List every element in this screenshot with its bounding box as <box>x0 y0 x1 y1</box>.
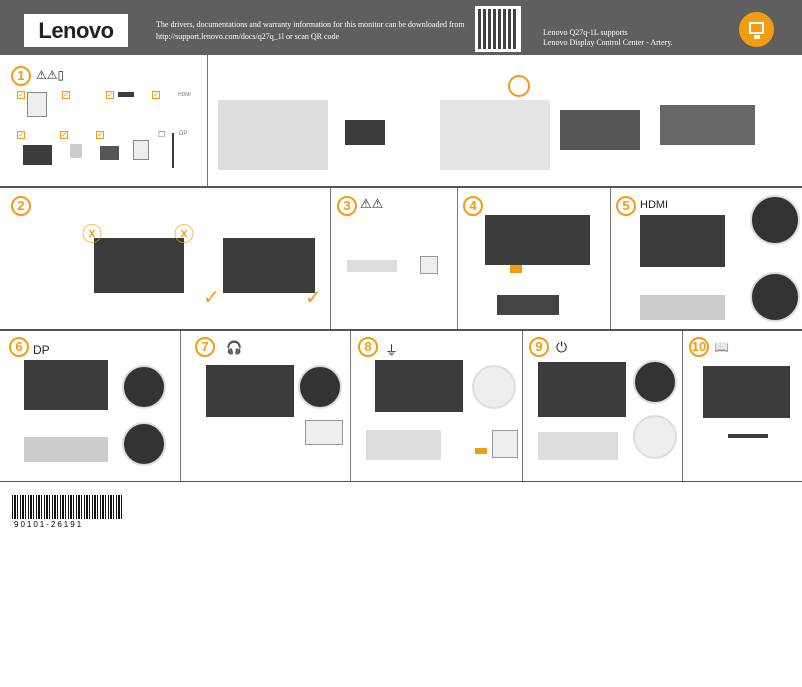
hdmi-connector-detail <box>750 272 800 322</box>
pc-power-button-detail <box>633 415 677 459</box>
monitor-panel-image <box>23 145 52 165</box>
pc-illustration <box>538 432 618 460</box>
monitor-back-illustration <box>24 360 108 410</box>
step-number: 3 <box>337 196 357 216</box>
step-number: 2 <box>11 196 31 216</box>
checkbox-icon: ✓ <box>96 130 104 139</box>
monitor-tilt-illustration <box>94 238 184 293</box>
outlet-illustration <box>492 430 518 458</box>
arrow-icon <box>510 265 522 273</box>
step-number: 10 <box>689 337 709 357</box>
document-image <box>27 92 47 117</box>
monitor-back-illustration <box>485 215 590 265</box>
base-image <box>100 146 119 160</box>
speakers-illustration <box>305 420 343 445</box>
step-number: 7 <box>195 337 215 357</box>
power-button-detail <box>633 360 677 404</box>
manual-icon: 📖 <box>714 340 729 354</box>
screw-detail <box>508 75 530 97</box>
stand-attach-illustration <box>440 100 550 170</box>
correct-icon: ✓ <box>203 287 220 309</box>
optional-checkbox: ☐ <box>158 130 166 139</box>
checkbox-icon: ✓ <box>60 130 68 139</box>
header: Lenovo The drivers, documentations and w… <box>0 0 802 55</box>
divider <box>207 55 208 187</box>
divider <box>457 188 458 329</box>
audio-jack-detail <box>298 365 342 409</box>
step-number: 9 <box>529 337 549 357</box>
barcode <box>12 495 122 519</box>
support-info: Lenovo Q27q-1L supports Lenovo Display C… <box>543 28 673 47</box>
wrong-icon: ⓧ <box>174 224 194 246</box>
divider <box>350 331 351 481</box>
monitor-tilt-illustration <box>223 238 315 293</box>
stand-image <box>70 144 82 158</box>
divider <box>0 329 802 331</box>
step-number: 4 <box>463 196 483 216</box>
monitor-back-illustration <box>640 215 725 267</box>
divider <box>610 188 611 329</box>
hdmi-cable-label: HDMI <box>178 92 191 98</box>
card-image <box>133 140 149 160</box>
divider <box>180 331 181 481</box>
checkbox-icon: ✓ <box>106 90 114 99</box>
checkbox-icon: ✓ <box>17 90 25 99</box>
divider <box>682 331 683 481</box>
power-connector-detail <box>472 365 516 409</box>
unboxing-illustration <box>218 100 328 170</box>
arrow-icon <box>475 448 487 454</box>
warning-icons: ⚠⚠▯ <box>36 68 65 82</box>
monitor-front-illustration <box>538 362 626 417</box>
monitor-front-illustration <box>703 366 790 418</box>
lenovo-logo: Lenovo <box>24 14 128 47</box>
wrong-icon: ⓧ <box>82 224 102 246</box>
monitor-lift-illustration <box>560 110 640 150</box>
step-number: 8 <box>358 337 378 357</box>
dp-cable-image <box>172 133 174 168</box>
ports-illustration <box>497 295 559 315</box>
adapter-illustration <box>347 260 397 272</box>
checkbox-icon: ✓ <box>152 90 160 99</box>
divider <box>522 331 523 481</box>
download-info: The drivers, documentations and warranty… <box>156 20 465 41</box>
warning-icons: ⚠⚠ <box>360 196 384 211</box>
dp-cable-label: DP <box>179 131 188 137</box>
dp-connector-detail <box>122 422 166 466</box>
monitor-assembled-illustration <box>660 105 755 145</box>
step-label-hdmi: HDMI <box>640 199 669 211</box>
pc-illustration <box>366 430 441 460</box>
pc-illustration <box>24 437 108 462</box>
monitor-base <box>728 434 768 438</box>
step-number: 6 <box>9 337 29 357</box>
monitor-icon <box>739 12 774 47</box>
monitor-back-illustration <box>206 365 294 417</box>
checkbox-icon: ✓ <box>62 90 70 99</box>
step-label-dp: DP <box>33 343 50 357</box>
pc-illustration <box>640 295 725 320</box>
dp-connector-detail <box>122 365 166 409</box>
correct-icon: ✓ <box>305 287 322 309</box>
stand-assembly-illustration <box>345 120 385 145</box>
power-icon: ⏻ <box>556 339 568 355</box>
divider <box>0 186 802 188</box>
checkbox-icon: ✓ <box>17 130 25 139</box>
divider <box>330 188 331 329</box>
monitor-back-illustration <box>375 360 463 412</box>
hdmi-connector-detail <box>750 195 800 245</box>
headphone-icon: 🎧 <box>226 340 243 355</box>
barcode-number: 90101-26191 <box>14 520 84 529</box>
power-adapter-image <box>118 92 134 97</box>
step-number: 5 <box>616 196 636 216</box>
qr-code <box>475 6 521 52</box>
step-number: 1 <box>11 66 31 86</box>
power-plug-icon: ⏚ <box>385 343 399 358</box>
divider <box>0 481 802 482</box>
outlet-illustration <box>420 256 438 274</box>
